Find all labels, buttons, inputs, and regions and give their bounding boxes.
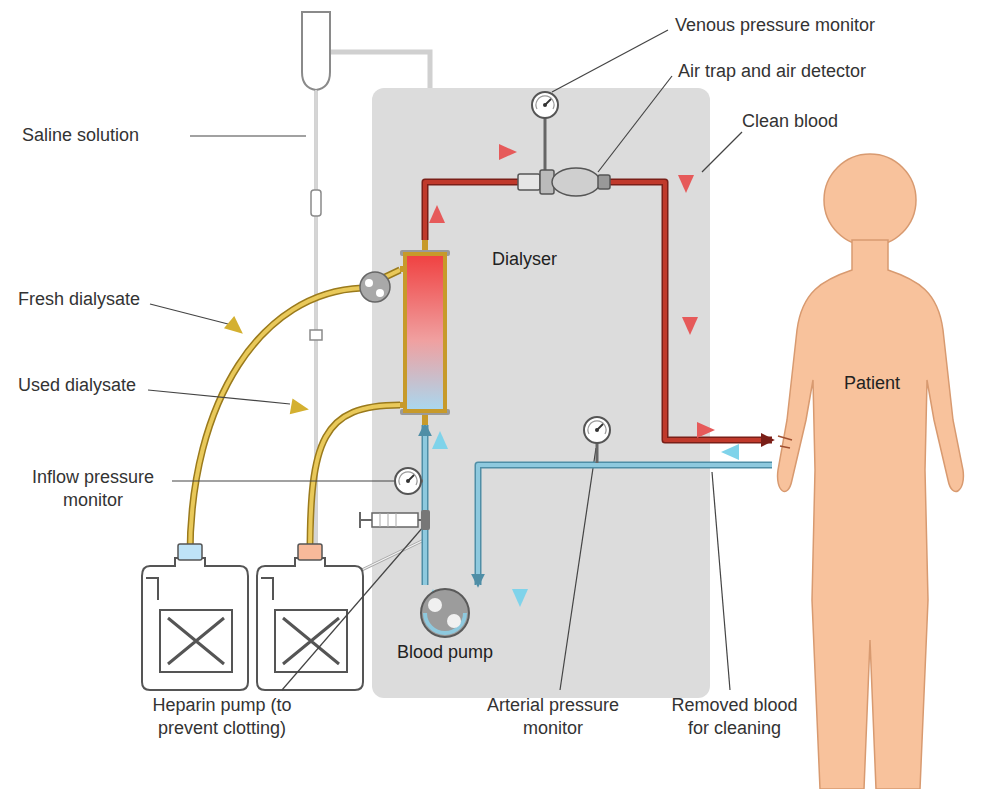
heparin-pump xyxy=(421,510,430,530)
tube-outline xyxy=(425,182,772,440)
patient-figure-shape xyxy=(778,154,964,789)
dialysate-canister xyxy=(178,544,202,560)
flow-arrow xyxy=(290,399,311,418)
arterial-monitor-label: Arterial pressure monitor xyxy=(478,694,628,741)
dialysate-canister xyxy=(275,610,347,672)
removed-blood-label: Removed blood for cleaning xyxy=(662,694,807,741)
fresh-dialysate-label: Fresh dialysate xyxy=(18,288,218,311)
air-trap-label: Air trap and air detector xyxy=(678,60,978,83)
dialysate-pump xyxy=(376,289,384,297)
tube-outline xyxy=(478,465,772,585)
dialysate-canister xyxy=(142,544,248,690)
clean-blood-label: Clean blood xyxy=(742,110,942,133)
saline-bag xyxy=(311,190,321,216)
dialysate-canister xyxy=(261,578,273,600)
heparin-pump xyxy=(360,510,430,530)
node-label: Dialyser xyxy=(492,248,557,271)
saline-bag xyxy=(302,12,330,90)
venous-pressure-gauge xyxy=(532,92,558,176)
leader-line xyxy=(148,390,290,404)
venous-monitor-label: Venous pressure monitor xyxy=(675,14,975,37)
leader-line xyxy=(712,472,730,690)
dialysate-canister xyxy=(298,544,322,560)
patient-figure-shape xyxy=(824,154,916,246)
blood-pump-shape xyxy=(421,589,469,637)
fresh-dialysate-tube xyxy=(190,270,400,556)
dialysate-canister xyxy=(146,578,158,600)
leader-line xyxy=(552,30,668,92)
flow-arrow xyxy=(429,205,445,223)
blood-pump-shape xyxy=(425,613,465,633)
heparin-pump xyxy=(372,513,418,527)
air-trap xyxy=(598,175,610,189)
blood-pump-shape xyxy=(447,614,461,628)
arterial-pressure-gauge xyxy=(584,417,610,443)
tube-outline xyxy=(422,425,429,585)
heparin-pump-label: Heparin pump (to prevent clotting) xyxy=(122,694,322,741)
dialysate-canister xyxy=(257,544,363,690)
patient-figure-shape xyxy=(778,436,792,448)
arterial-pressure-gauge xyxy=(596,443,599,463)
removed-blood-line xyxy=(478,465,772,585)
flow-arrow xyxy=(432,431,448,449)
dialysate-canister xyxy=(160,610,232,672)
heparin-pump xyxy=(360,512,372,528)
inflow-pressure-gauge xyxy=(395,468,423,494)
dialysate-pump xyxy=(360,272,390,302)
node-label: Blood pump xyxy=(390,641,500,664)
flow-arrow xyxy=(721,444,739,460)
arterial-pressure-gauge xyxy=(584,417,610,463)
blood-line-to-dialyser xyxy=(423,425,427,585)
node-label: Patient xyxy=(772,372,972,395)
flow-arrow xyxy=(224,316,248,340)
leader-line xyxy=(702,132,742,172)
dialysate-pump xyxy=(365,279,373,287)
inflow-pressure-gauge xyxy=(395,468,421,494)
venous-pressure-gauge xyxy=(532,92,558,118)
flow-arrow xyxy=(499,144,517,160)
leader-line xyxy=(172,480,394,481)
inflow-monitor-label: Inflow pressure monitor xyxy=(18,466,168,513)
dialysate-canister xyxy=(257,558,363,690)
air-trap xyxy=(518,168,610,196)
leader-line xyxy=(282,526,424,690)
flow-arrow xyxy=(697,422,715,438)
machine-panel xyxy=(318,30,430,88)
machine-panel xyxy=(318,30,710,698)
venous-pressure-gauge xyxy=(544,118,547,176)
saline-bag xyxy=(310,330,322,340)
fresh-dialysate-tube xyxy=(190,270,400,556)
used-dialysate-label: Used dialysate xyxy=(18,374,218,397)
air-trap xyxy=(552,168,600,196)
patient-figure-shape xyxy=(772,150,972,789)
dialysate-canister xyxy=(168,618,224,664)
leader-line xyxy=(148,30,742,690)
air-trap xyxy=(518,174,540,190)
clean-blood-line xyxy=(425,182,772,440)
dialyser-shape xyxy=(405,254,445,411)
leader-line xyxy=(560,448,596,690)
blood-pump-shape xyxy=(428,598,442,612)
leader-line xyxy=(190,135,306,136)
leader-line xyxy=(150,304,228,324)
patient-figure-shape xyxy=(778,240,964,789)
flow-arrow xyxy=(224,144,739,607)
fresh-dialysate-tube xyxy=(190,270,400,556)
blood-pump: Blood pump xyxy=(390,585,500,668)
flow-arrow xyxy=(512,589,528,607)
flow-arrow xyxy=(678,175,694,193)
patient-figure: Patient xyxy=(772,150,972,789)
dialysate-canister xyxy=(142,558,248,690)
dialysate-pump xyxy=(360,272,390,302)
saline-label: Saline solution xyxy=(22,124,222,147)
dialyser: Dialyser xyxy=(400,240,575,425)
leader-line xyxy=(598,76,672,172)
heparin-pump xyxy=(380,513,396,527)
flow-arrow xyxy=(682,317,698,335)
